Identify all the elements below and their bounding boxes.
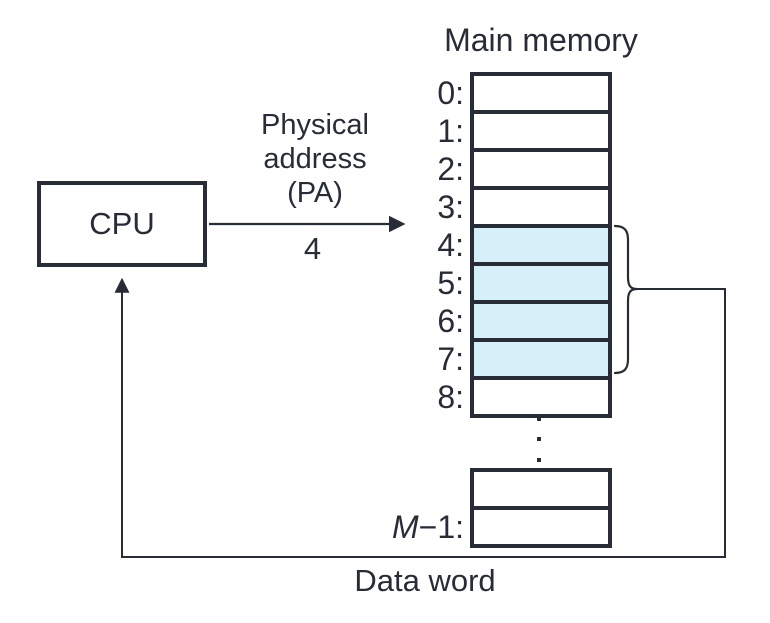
memory-row-label: 6:: [437, 302, 464, 339]
memory-cell: [470, 72, 612, 114]
main-memory-title: Main memory: [444, 22, 638, 58]
main-memory-column: 0: 1: 2: 3: 4: 5: 6: 7:: [374, 72, 612, 418]
memory-cell: [470, 186, 612, 228]
word-group-brace: [613, 224, 638, 375]
memory-row-label: 2:: [437, 150, 464, 187]
memory-cell-highlighted: [470, 224, 612, 266]
memory-cell: [470, 506, 612, 548]
cpu-label: CPU: [89, 206, 155, 241]
memory-row-m-minus-1: M−1:: [374, 506, 612, 548]
m-minus-one-suffix: −1:: [418, 508, 464, 545]
memory-row-label: 4:: [437, 226, 464, 263]
memory-cell-highlighted: [470, 300, 612, 342]
main-memory-bottom-column: M−1:: [374, 468, 612, 548]
memory-cell: [470, 468, 612, 510]
memory-row-label: 3:: [437, 188, 464, 225]
physical-address-value: 4: [303, 231, 322, 266]
memory-row-2: 2:: [374, 148, 612, 190]
physical-address-line3: (PA): [287, 177, 343, 209]
vertical-ellipsis: [533, 416, 545, 462]
memory-cell: [470, 148, 612, 190]
memory-row-label: 8:: [437, 378, 464, 415]
physical-address-line2: address: [263, 143, 367, 175]
memory-row-8: 8:: [374, 376, 612, 418]
memory-row-5: 5:: [374, 262, 612, 304]
memory-cell: [470, 376, 612, 418]
memory-cell-highlighted: [470, 262, 612, 304]
memory-row-label: 5:: [437, 264, 464, 301]
ellipsis-dot: [536, 436, 542, 442]
memory-row-label: M−1:: [374, 509, 470, 546]
memory-row-0: 0:: [374, 72, 612, 114]
ellipsis-dot: [536, 457, 542, 462]
memory-row-7: 7:: [374, 338, 612, 380]
data-word-label: Data word: [354, 563, 496, 598]
memory-row-label: 0:: [437, 74, 464, 111]
memory-row-1: 1:: [374, 110, 612, 152]
ellipsis-dot: [536, 416, 542, 421]
physical-address-line1: Physical: [261, 109, 369, 141]
cpu-box: CPU: [37, 181, 207, 267]
memory-row-3: 3:: [374, 186, 612, 228]
memory-cell: [470, 110, 612, 152]
memory-row-unlabeled: [374, 468, 612, 510]
memory-row-label: 1:: [437, 112, 464, 149]
memory-row-6: 6:: [374, 300, 612, 342]
memory-row-4: 4:: [374, 224, 612, 266]
memory-row-label: 7:: [437, 340, 464, 377]
physical-address-label: Physical address (PA): [230, 108, 400, 210]
m-symbol: M: [391, 508, 419, 545]
memory-cell-highlighted: [470, 338, 612, 380]
